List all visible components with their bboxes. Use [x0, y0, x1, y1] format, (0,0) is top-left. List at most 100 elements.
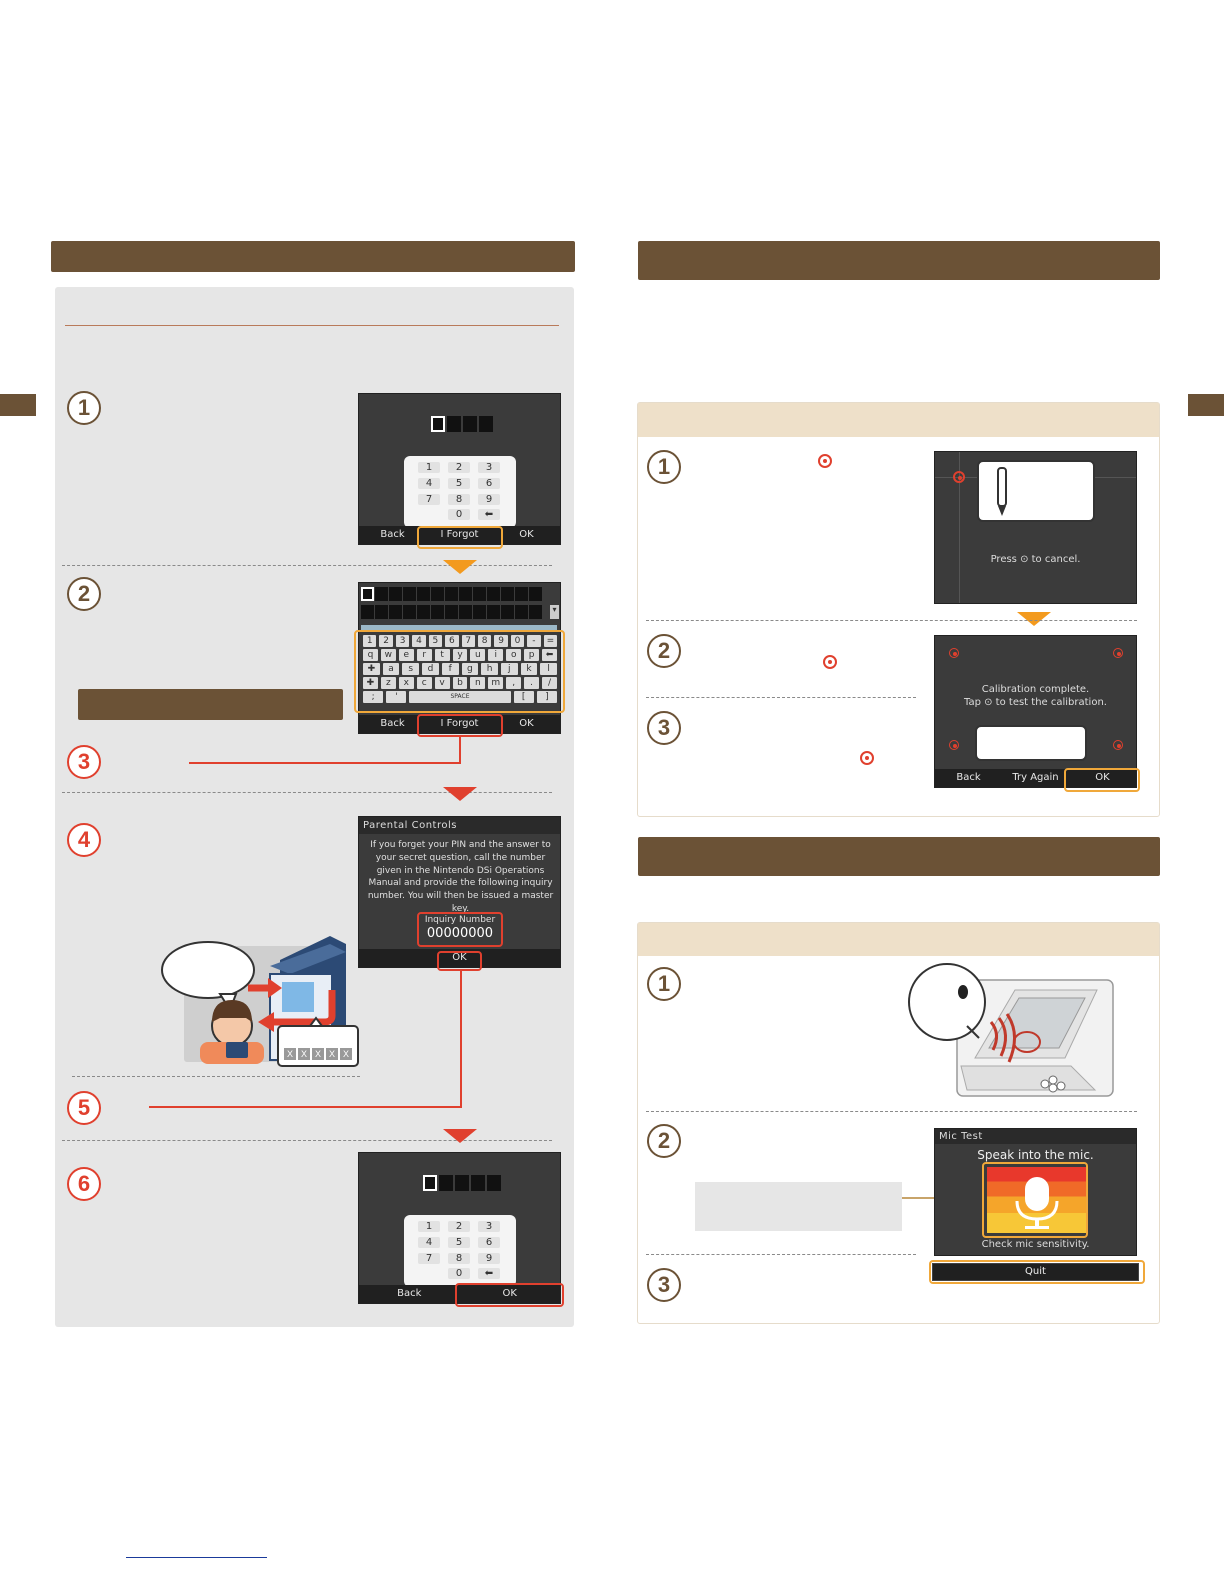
key[interactable]: h [481, 663, 498, 675]
key[interactable]: g [461, 663, 479, 675]
key[interactable]: t [434, 649, 450, 661]
key[interactable]: 5 [448, 1236, 470, 1248]
backspace-key[interactable]: ⬅ [478, 509, 500, 521]
divider [646, 697, 916, 698]
key[interactable]: n [470, 677, 486, 689]
ok-button[interactable]: OK [519, 718, 534, 729]
quit-label: Quit [1025, 1266, 1046, 1277]
key[interactable]: u [470, 649, 486, 661]
answer-text-field-line-2[interactable] [361, 604, 549, 620]
key[interactable]: i [488, 649, 504, 661]
key[interactable]: p [524, 649, 540, 661]
i-forgot-button[interactable]: I Forgot [440, 529, 479, 540]
key[interactable]: 3 [478, 1221, 500, 1232]
key[interactable]: 2 [448, 462, 470, 473]
key[interactable]: ' [386, 691, 407, 703]
try-again-button[interactable]: Try Again [1012, 772, 1059, 783]
back-button[interactable]: Back [397, 1288, 422, 1299]
key[interactable]: 1 [418, 462, 440, 473]
key[interactable]: j [500, 663, 518, 675]
key[interactable]: a [382, 663, 400, 675]
quit-button[interactable]: Quit [932, 1263, 1139, 1281]
key[interactable]: 5 [448, 477, 470, 489]
key[interactable]: 1 [363, 635, 377, 647]
scroll-down-icon[interactable]: ▾ [550, 605, 559, 619]
key[interactable]: o [506, 649, 522, 661]
key[interactable]: 4 [418, 1236, 440, 1248]
ok-button[interactable]: OK [452, 952, 467, 963]
key[interactable]: [ [513, 691, 534, 703]
caps-key[interactable]: ✚ [363, 663, 380, 675]
key[interactable]: 8 [477, 635, 492, 647]
key[interactable]: c [416, 677, 432, 689]
key[interactable]: b [452, 677, 468, 689]
key[interactable]: z [380, 677, 396, 689]
key[interactable]: 2 [379, 635, 393, 647]
back-button[interactable]: Back [380, 718, 405, 729]
key[interactable]: = [543, 635, 558, 647]
key[interactable]: 9 [478, 493, 500, 505]
key[interactable]: ] [536, 691, 557, 703]
key[interactable]: 9 [494, 635, 508, 647]
ok-button[interactable]: OK [502, 1288, 517, 1299]
calibration-point-icon[interactable] [953, 471, 965, 483]
pin-keypad[interactable]: 1 2 3 4 5 6 7 8 9 0 ⬅ [404, 456, 516, 528]
key[interactable]: ; [363, 691, 384, 703]
software-keyboard[interactable]: 1 2 3 4 5 6 7 8 9 0 - = q w e r t y u i … [363, 635, 558, 705]
key[interactable]: 6 [445, 635, 459, 647]
calibration-step-1-badge: 1 [647, 450, 681, 484]
backspace-key[interactable]: ⬅ [478, 1268, 500, 1280]
keyboard-tabs[interactable] [361, 625, 557, 631]
key[interactable]: - [527, 635, 541, 647]
master-key-chars: X X X X X [284, 1048, 352, 1060]
key[interactable]: q [363, 649, 378, 661]
key[interactable]: m [488, 677, 504, 689]
key[interactable]: 9 [478, 1252, 500, 1264]
key[interactable]: s [402, 663, 420, 675]
key[interactable]: e [398, 649, 414, 661]
ok-button[interactable]: OK [519, 529, 534, 540]
key[interactable]: 8 [448, 1252, 470, 1264]
key[interactable]: w [380, 649, 396, 661]
i-forgot-button[interactable]: I Forgot [440, 718, 479, 729]
key[interactable]: l [540, 663, 558, 675]
key[interactable]: 6 [478, 1236, 500, 1248]
panel-title-underline [65, 325, 559, 326]
back-button[interactable]: Back [380, 529, 405, 540]
backspace-key[interactable]: ⬅ [542, 649, 557, 661]
answer-text-field[interactable] [361, 586, 549, 602]
footer-link-underline[interactable] [126, 1557, 267, 1558]
key[interactable]: 4 [418, 477, 440, 489]
key[interactable]: 4 [412, 635, 426, 647]
key[interactable]: / [542, 677, 557, 689]
key-keypad[interactable]: 1 2 3 4 5 6 7 8 9 0 ⬅ [404, 1215, 516, 1287]
key[interactable]: 1 [418, 1221, 440, 1232]
key[interactable]: 7 [418, 493, 440, 505]
ok-button[interactable]: OK [1095, 772, 1110, 783]
space-key[interactable]: SPACE [409, 691, 511, 703]
key[interactable]: 2 [448, 1221, 470, 1232]
key[interactable]: 3 [478, 462, 500, 473]
key[interactable]: 7 [461, 635, 475, 647]
key[interactable]: 8 [448, 493, 470, 505]
key[interactable]: 0 [448, 1268, 470, 1280]
key[interactable]: 0 [448, 509, 470, 521]
key[interactable]: f [441, 663, 459, 675]
key[interactable]: 0 [510, 635, 525, 647]
key[interactable]: x [398, 677, 414, 689]
key[interactable]: k [520, 663, 538, 675]
shift-key[interactable]: ✚ [363, 677, 378, 689]
key[interactable]: d [422, 663, 439, 675]
key[interactable]: , [506, 677, 522, 689]
key[interactable]: r [416, 649, 432, 661]
key[interactable]: 3 [395, 635, 410, 647]
key[interactable]: . [524, 677, 540, 689]
key[interactable]: 7 [418, 1252, 440, 1264]
back-button[interactable]: Back [956, 772, 981, 783]
key[interactable]: 6 [478, 477, 500, 489]
key[interactable]: y [452, 649, 468, 661]
calibration-step-3-badge: 3 [647, 711, 681, 745]
key[interactable]: 5 [428, 635, 443, 647]
inquiry-number-box: Inquiry Number 00000000 [419, 914, 501, 944]
key[interactable]: v [434, 677, 450, 689]
